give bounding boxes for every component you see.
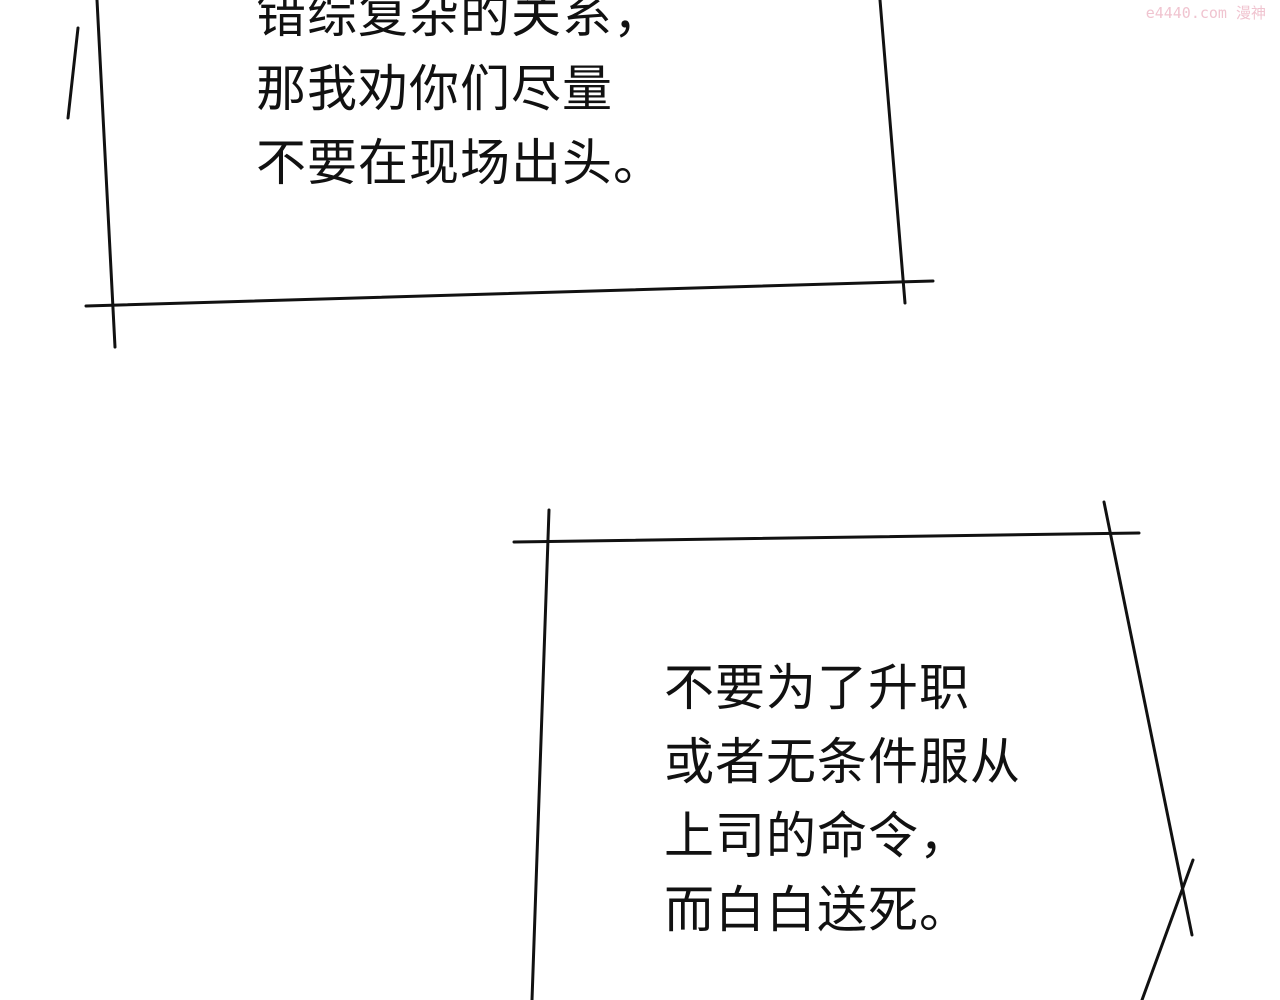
text-line: 错综复杂的关系， (256, 0, 664, 44)
text-line: 而白白送死。 (664, 881, 970, 939)
text-line: 或者无条件服从 (664, 733, 1021, 791)
top-panel-right-border (878, 0, 907, 305)
bottom-speech-text: 不要为了升职 或者无条件服从 上司的命令， 而白白送死。 (664, 651, 1021, 947)
text-line: 不要为了升职 (664, 659, 970, 717)
top-panel-bottom-border (84, 279, 935, 308)
top-panel-left-border (95, 0, 117, 349)
watermark: e4440.com 漫神 (1145, 4, 1266, 22)
bottom-panel-left-border (530, 508, 551, 1000)
text-line: 上司的命令， (664, 807, 970, 865)
text-line: 不要在现场出头。 (256, 134, 664, 192)
top-panel-left-tick (66, 26, 80, 120)
bottom-panel-right-tick (1140, 858, 1195, 1000)
bottom-panel-top-border (512, 531, 1141, 544)
text-line: 那我劝你们尽量 (256, 60, 613, 118)
bottom-panel-right-border (1102, 500, 1194, 937)
top-speech-text: 错综复杂的关系， 那我劝你们尽量 不要在现场出头。 (256, 0, 664, 200)
